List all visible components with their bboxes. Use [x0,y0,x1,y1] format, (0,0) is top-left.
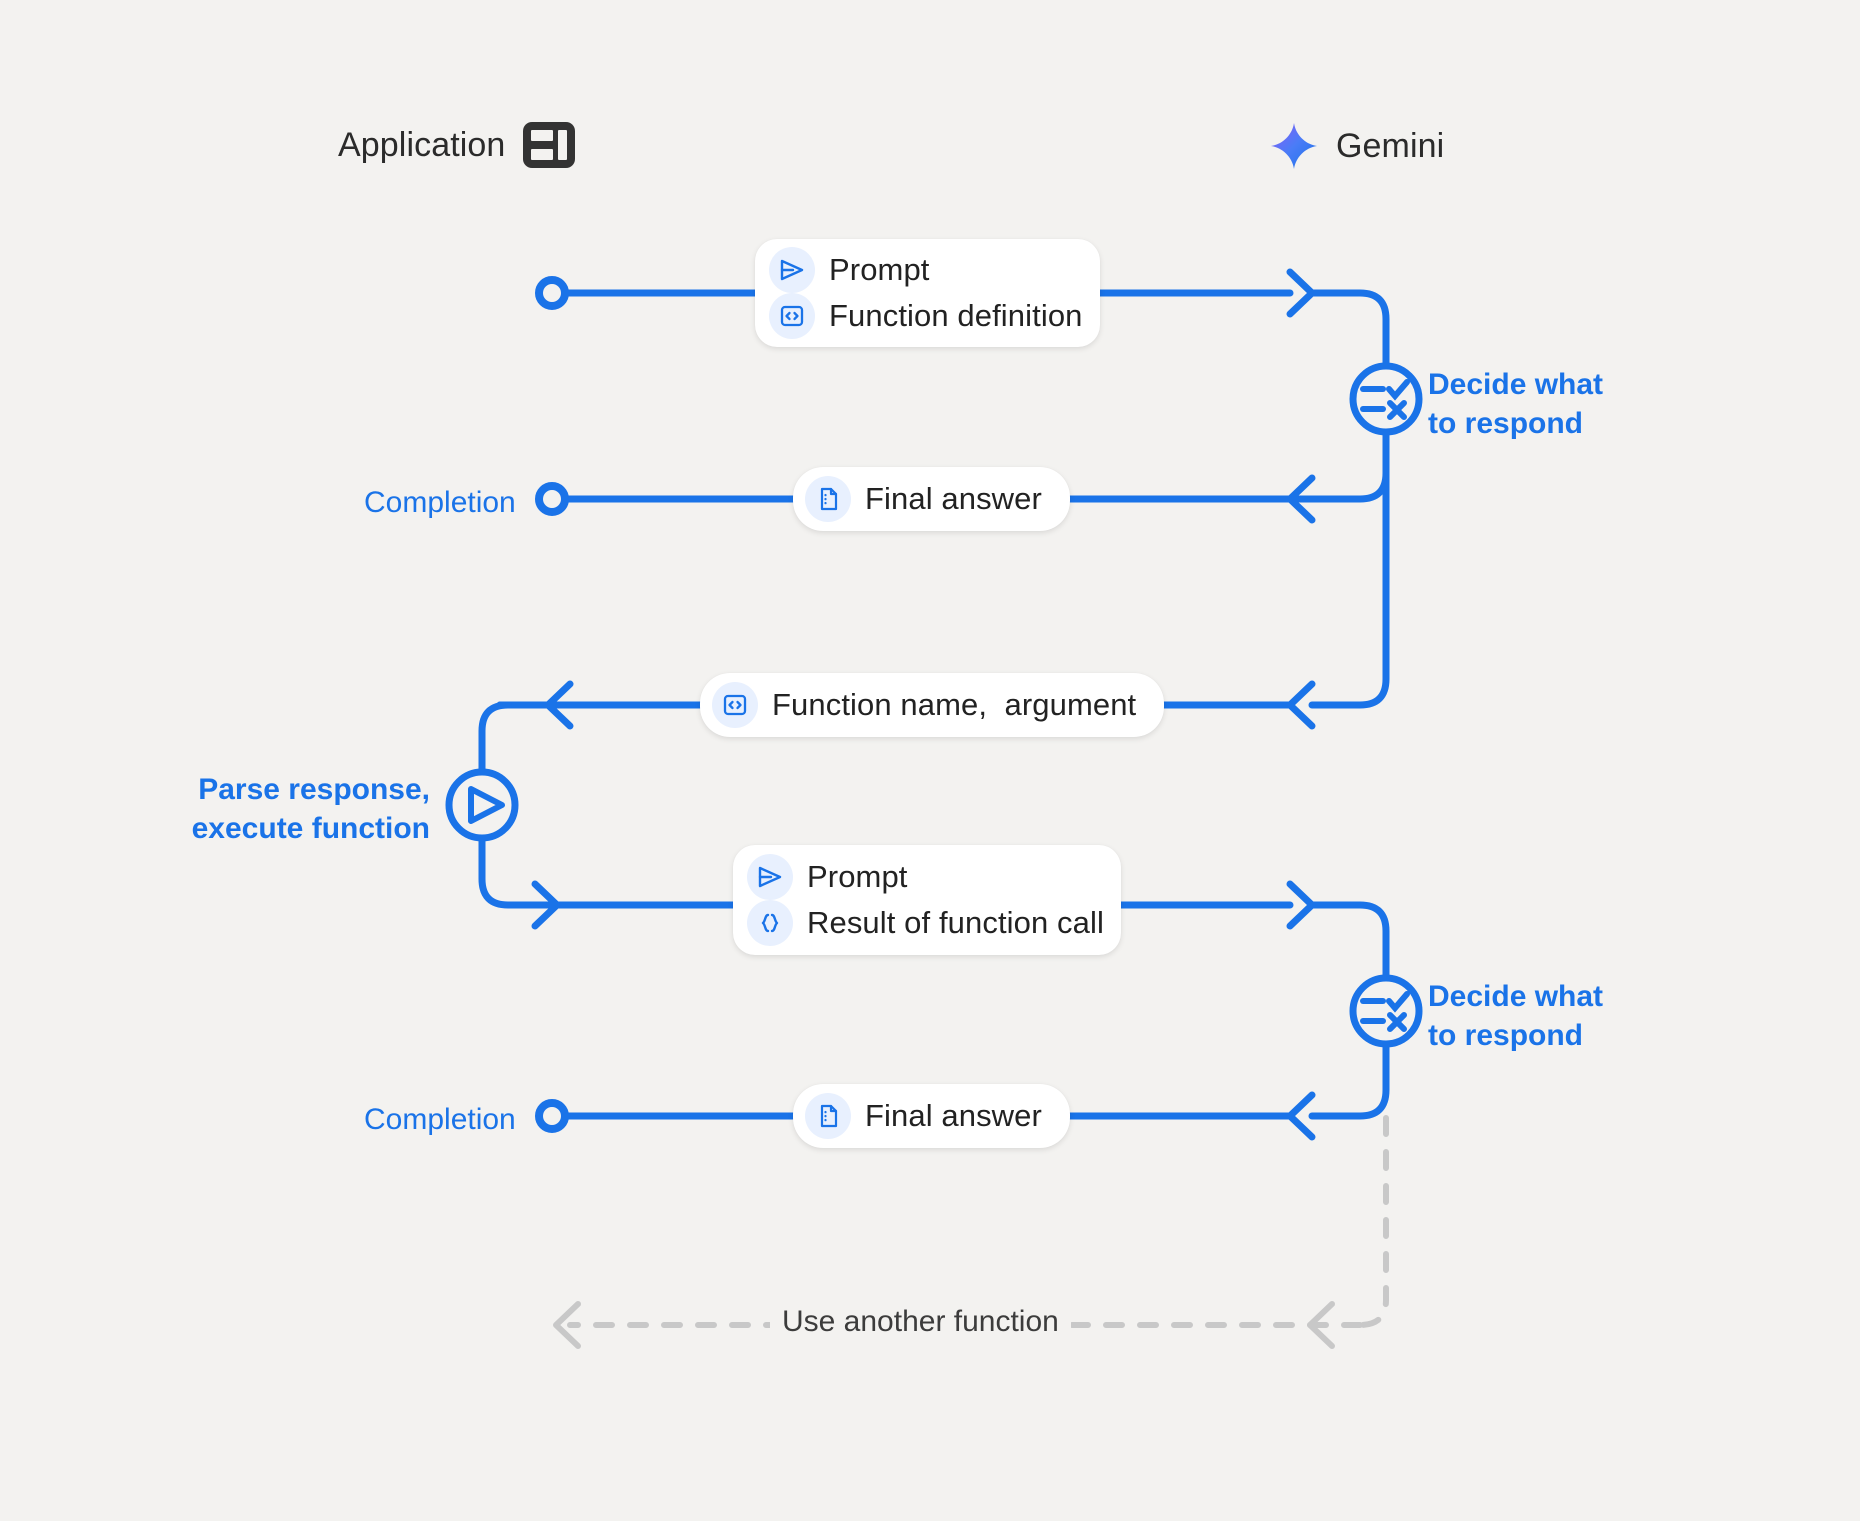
message-line: Prompt [769,247,1074,293]
message-function-name-argument[interactable]: Function name, argument [700,673,1165,737]
message-text: Result of function call [807,905,1104,940]
message-text: Final answer [865,481,1042,516]
send-arrow-icon [769,247,815,293]
decide-node-2 [1349,974,1423,1048]
code-brackets-icon [712,682,758,728]
message-text: Function definition [829,298,1083,333]
message-text: Prompt [807,859,908,894]
message-text: Final answer [865,1098,1042,1133]
actor-application-label: Application [338,125,506,164]
actor-application: Application [338,122,576,168]
gemini-sparkle-icon [1270,122,1318,170]
message-line: Result of function call [747,900,1104,946]
dashboard-layout-icon [523,122,576,168]
message-prompt-result-of-function-call[interactable]: Prompt Result of function call [733,845,1121,955]
message-line: Final answer [805,475,1042,523]
message-line: Prompt [747,854,1095,900]
label-parse-response-execute-function: Parse response, execute function [191,773,430,845]
label-use-another-function: Use another function [770,1305,1071,1339]
document-icon [805,1093,851,1139]
execute-node [445,768,519,842]
message-line: Final answer [805,1092,1042,1140]
document-icon [805,476,851,522]
code-brackets-icon [769,293,815,339]
actor-gemini-label: Gemini [1336,126,1445,165]
message-prompt-function-definition[interactable]: Prompt Function definition [755,239,1100,347]
actor-gemini: Gemini [1270,122,1444,170]
curly-braces-icon [747,900,793,946]
label-decide-what-to-respond-1: Decide what to respond [1428,368,1604,440]
decide-node-1 [1349,362,1423,436]
message-final-answer-2[interactable]: Final answer [793,1084,1070,1148]
message-text: Function name, argument [772,687,1137,722]
label-decide-what-to-respond-2: Decide what to respond [1428,980,1604,1052]
message-final-answer-1[interactable]: Final answer [793,467,1070,531]
message-text: Prompt [829,252,930,287]
label-completion-2: Completion [364,1103,516,1136]
message-line: Function name, argument [712,681,1136,729]
message-line: Function definition [769,293,1082,339]
send-arrow-icon [747,854,793,900]
label-completion-1: Completion [364,486,516,519]
